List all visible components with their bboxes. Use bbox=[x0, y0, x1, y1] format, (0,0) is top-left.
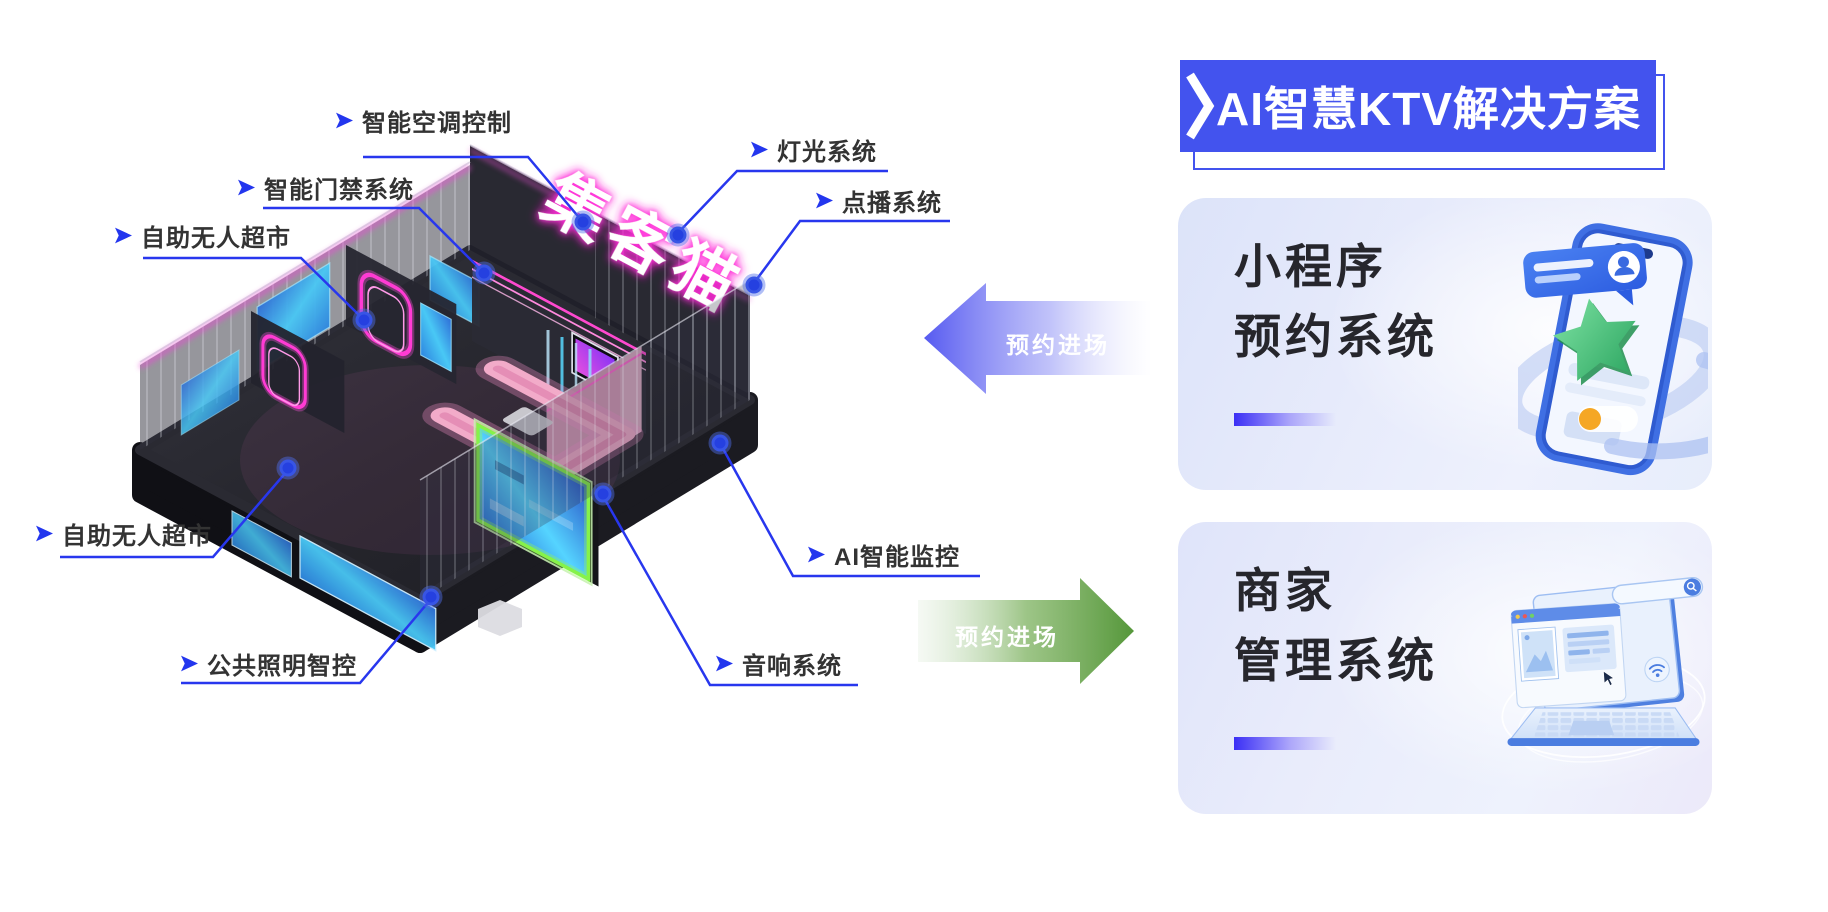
triangle-arrow-icon bbox=[816, 192, 833, 209]
feature-label-text: 公共照明智控 bbox=[207, 653, 357, 680]
window-dot-green bbox=[1529, 613, 1535, 618]
ribbon-swirl-front bbox=[1604, 352, 1708, 460]
marker-dot bbox=[742, 273, 766, 297]
window-dot-red bbox=[1522, 614, 1527, 619]
touchpad bbox=[1568, 720, 1615, 736]
green-neon-screen bbox=[473, 417, 599, 587]
title-banner-bg: AI智慧KTV解决方案 bbox=[1180, 60, 1656, 152]
floor-hexagon-tile bbox=[478, 600, 522, 636]
feature-label-door-access: 智能门禁系统 bbox=[238, 170, 414, 205]
triangle-arrow-icon bbox=[36, 525, 53, 542]
search-bar bbox=[1611, 576, 1704, 605]
flow-caption-left: 预约进场 bbox=[1006, 332, 1110, 358]
card-merchant-admin: 商家管理系统 bbox=[1178, 522, 1712, 814]
chat-bubble bbox=[1523, 243, 1647, 306]
leader-line bbox=[752, 219, 950, 284]
feature-label-text: 自助无人超市 bbox=[141, 225, 291, 252]
feature-label-unmanned-market-bottom: 自助无人超市 bbox=[36, 516, 212, 551]
cyan-light-strips bbox=[546, 330, 592, 444]
phone-booking-illustration bbox=[1518, 223, 1708, 476]
marker-dot bbox=[591, 482, 615, 506]
triangle-arrow-icon bbox=[238, 179, 255, 196]
feature-label-public-lighting: 公共照明智控 bbox=[181, 646, 357, 681]
star-icon bbox=[1552, 298, 1640, 386]
public-lighting-panel bbox=[299, 534, 437, 652]
neon-arch-wall-2 bbox=[251, 309, 345, 433]
triangle-arrow-icon bbox=[716, 655, 733, 672]
triangle-arrow-icon bbox=[115, 227, 132, 244]
lighting-panel-small bbox=[231, 510, 292, 578]
floor bbox=[135, 245, 755, 605]
feature-label-ac-control: 智能空调控制 bbox=[336, 103, 512, 138]
marker-dot bbox=[666, 223, 690, 247]
triangle-arrow-icon bbox=[808, 546, 825, 563]
feature-label-text: 智能门禁系统 bbox=[264, 177, 414, 204]
card-title-underline bbox=[1234, 413, 1336, 426]
right-front-glass-wall bbox=[419, 279, 751, 600]
search-icon bbox=[1686, 581, 1697, 592]
feature-label-text: 智能空调控制 bbox=[362, 110, 512, 137]
card-title: 商家管理系统 bbox=[1234, 564, 1438, 687]
ktv-room-far-wall bbox=[472, 256, 646, 435]
feature-label-text: AI智能监控 bbox=[834, 544, 960, 571]
neon-arch-wall-1 bbox=[346, 243, 457, 385]
marker-dots bbox=[276, 210, 766, 609]
feature-label-audio-system: 音响系统 bbox=[716, 646, 842, 681]
page-title: AI智慧KTV解决方案 bbox=[1216, 83, 1641, 135]
feature-label-unmanned-market-top: 自助无人超市 bbox=[115, 218, 291, 253]
window-dot-yellow bbox=[1515, 614, 1520, 619]
door-access-screen bbox=[429, 254, 480, 328]
feature-label-text: 音响系统 bbox=[742, 653, 842, 680]
marker-dot bbox=[472, 261, 496, 285]
feature-label-text: 灯光系统 bbox=[777, 139, 877, 166]
back-right-wall: 集客猫 bbox=[469, 144, 756, 400]
marker-dot bbox=[419, 585, 443, 609]
cursor-pointer-icon bbox=[1602, 670, 1615, 687]
feature-label-text: 自助无人超市 bbox=[62, 523, 212, 550]
feature-label-vod-system: 点播系统 bbox=[816, 183, 942, 218]
feature-label-text: 点播系统 bbox=[842, 190, 942, 217]
wifi-icon bbox=[1644, 656, 1670, 683]
leader-line bbox=[143, 256, 364, 320]
browser-window bbox=[1510, 603, 1627, 709]
neon-sign-text: 集客猫 bbox=[531, 160, 756, 326]
marker-dot bbox=[352, 308, 376, 332]
ktv-sofa bbox=[422, 355, 644, 488]
card-title-underline bbox=[1234, 737, 1336, 750]
base-slab bbox=[132, 392, 758, 653]
marker-dot bbox=[708, 431, 732, 455]
card-title: 小程序预约系统 bbox=[1234, 240, 1438, 363]
chevron-right-icon bbox=[1186, 72, 1215, 140]
market-screens bbox=[180, 261, 331, 436]
marker-dot bbox=[276, 456, 300, 480]
card-miniprogram-booking: 小程序预约系统 bbox=[1178, 198, 1712, 490]
back-left-wall bbox=[138, 161, 472, 450]
orange-dot bbox=[1579, 408, 1601, 430]
feature-label-ai-monitoring: AI智能监控 bbox=[808, 537, 960, 572]
laptop-base bbox=[1507, 707, 1700, 746]
triangle-arrow-icon bbox=[336, 112, 353, 129]
marker-dot bbox=[571, 210, 595, 234]
ktv-room-side-wall bbox=[546, 346, 642, 489]
feature-label-lighting-system: 灯光系统 bbox=[751, 132, 877, 167]
flow-caption-right: 预约进场 bbox=[955, 624, 1059, 650]
triangle-arrow-icon bbox=[181, 655, 198, 672]
laptop-admin-illustration bbox=[1501, 576, 1706, 763]
title-banner: AI智慧KTV解决方案 bbox=[1180, 60, 1665, 170]
leader-line bbox=[263, 206, 484, 273]
triangle-arrow-icon bbox=[751, 141, 768, 158]
